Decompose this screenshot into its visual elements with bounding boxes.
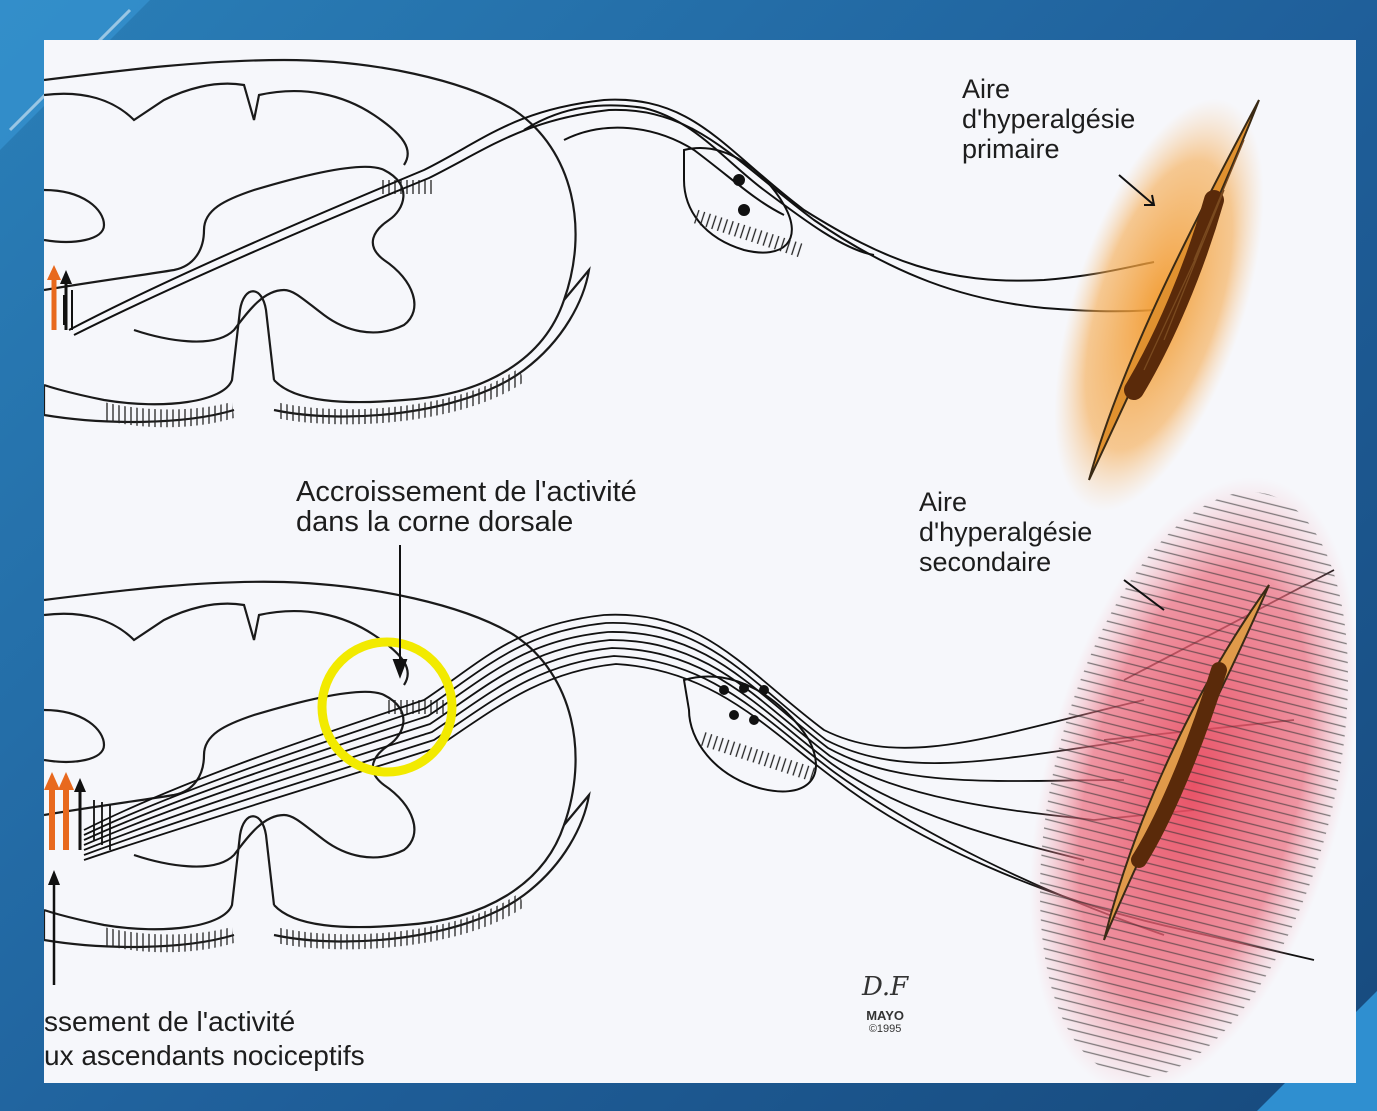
- label-primary-line1: Aire: [962, 74, 1135, 104]
- ascending-arrows-bottom: [44, 772, 86, 985]
- label-dorsal-horn-activity: Accroissement de l'activité dans la corn…: [296, 477, 637, 537]
- signature-year: ©1995: [862, 1023, 908, 1035]
- hyperalgesia-diagram: [44, 40, 1356, 1083]
- signature-org: MAYO: [862, 1008, 908, 1023]
- label-primary-hyperalgesia: Aire d'hyperalgésie primaire: [962, 74, 1135, 164]
- signature: D.F MAYO ©1995: [862, 972, 908, 1035]
- label-secondary-hyperalgesia: Aire d'hyperalgésie secondaire: [919, 487, 1092, 577]
- label-ascending-line2: ux ascendants nociceptifs: [44, 1039, 365, 1073]
- ascending-arrows-top: [47, 265, 72, 330]
- spinal-cord-bottom: [44, 582, 589, 953]
- diagram-panel: Aire d'hyperalgésie primaire Accroisseme…: [44, 40, 1356, 1083]
- label-secondary-line3: secondaire: [919, 547, 1092, 577]
- ganglion-bottom: [684, 676, 818, 791]
- label-ascending-line1: ssement de l'activité: [44, 1005, 365, 1039]
- label-dorsal-line2: dans la corne dorsale: [296, 507, 637, 537]
- label-ascending-activity: ssement de l'activité ux ascendants noci…: [44, 1005, 365, 1073]
- label-primary-line3: primaire: [962, 134, 1135, 164]
- label-primary-line2: d'hyperalgésie: [962, 104, 1135, 134]
- label-dorsal-line1: Accroissement de l'activité: [296, 477, 637, 507]
- label-secondary-line2: d'hyperalgésie: [919, 517, 1092, 547]
- label-secondary-line1: Aire: [919, 487, 1092, 517]
- signature-initials: D.F: [862, 972, 908, 1002]
- spinal-cord-top: [44, 60, 589, 427]
